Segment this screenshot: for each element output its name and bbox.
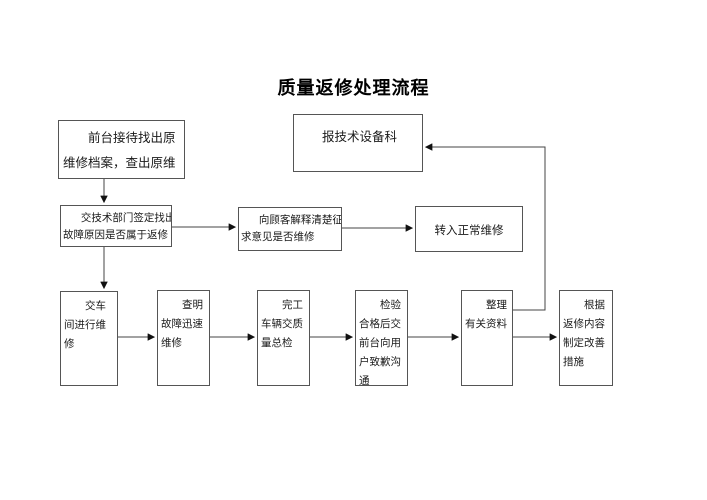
box-identify-fault-repair: 查明 故障迅速 维修 <box>157 290 210 386</box>
box-normal-repair: 转入正常维修 <box>415 206 523 252</box>
flowchart-title: 质量返修处理流程 <box>277 78 430 98</box>
box-explain-to-customer: 向顾客解释清楚征 求意见是否维修 <box>238 207 342 251</box>
box-front-desk: 前台接待找出原 维修档案，查出原维 <box>58 120 185 179</box>
box-report-tech-dept: 报技术设备科 <box>293 114 423 172</box>
box-organize-materials: 整理 有关资料 <box>461 290 513 386</box>
box-improvement-measures: 根据 返修内容 制定改善 措施 <box>559 290 613 386</box>
box-workshop-repair: 交车 间进行维 修 <box>60 291 118 386</box>
box-apologize-communicate: 检验 合格后交 前台向用 户致歉沟 通 <box>355 290 408 386</box>
box-tech-dept-identify: 交技术部门签定找出 故障原因是否属于返修 <box>60 205 172 247</box>
box-final-quality-inspect: 完工 车辆交质 量总检 <box>257 290 310 386</box>
